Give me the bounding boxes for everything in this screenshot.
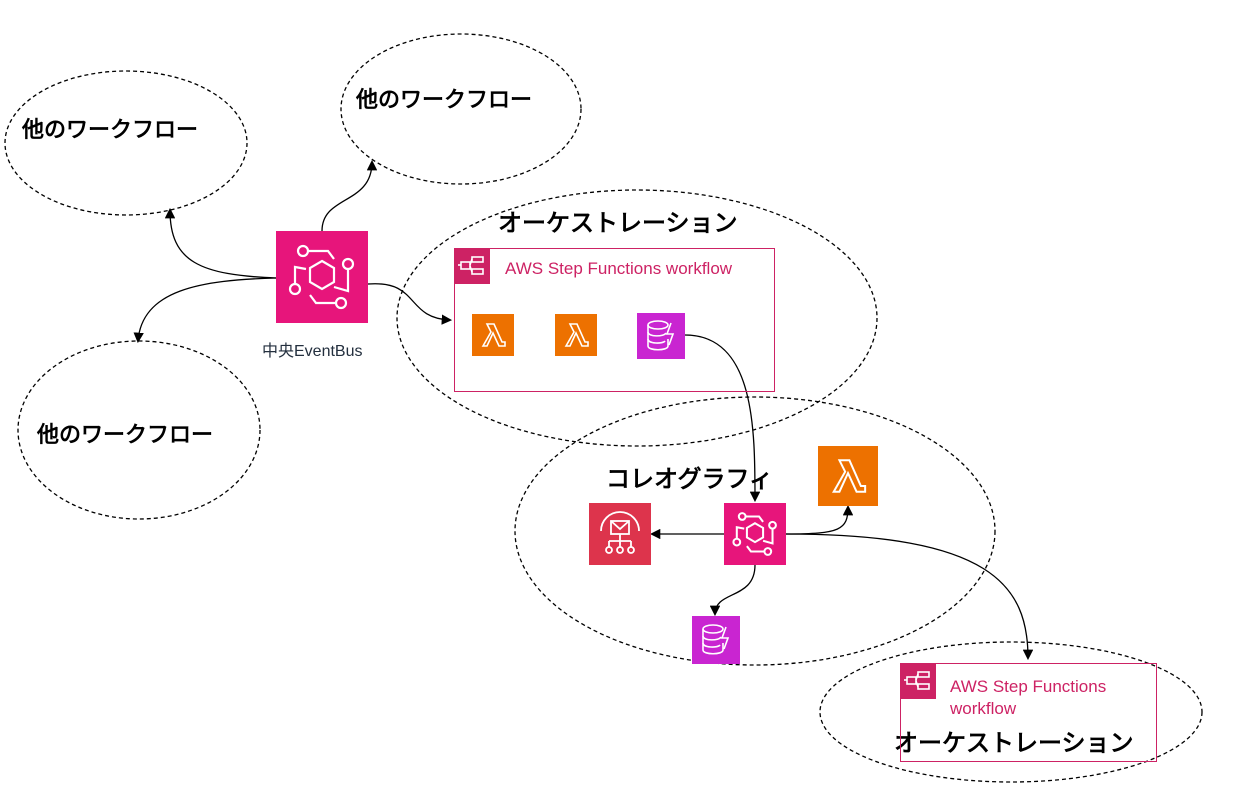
other-workflow-ellipse-top-left bbox=[4, 70, 248, 216]
sns-icon bbox=[589, 503, 651, 565]
step-functions-title: AWS Step Functions workflow bbox=[950, 676, 1106, 720]
step-functions-icon bbox=[900, 663, 936, 699]
other-workflow-label: 他のワークフロー bbox=[356, 88, 533, 113]
connector-bus-to-orchestration bbox=[367, 283, 453, 325]
step-functions-icon bbox=[454, 248, 490, 284]
lambda-icon bbox=[818, 446, 878, 506]
step-functions-workflow-box: AWS Step Functions workflow bbox=[900, 663, 1157, 762]
step-functions-title: AWS Step Functions workflow bbox=[505, 259, 733, 278]
connector-bus-to-bottom-left bbox=[133, 277, 277, 344]
orchestration-label: オーケストレーション bbox=[894, 729, 1134, 757]
lambda-icon bbox=[472, 314, 514, 356]
step-functions-title-line1: AWS Step Functions bbox=[950, 677, 1107, 696]
dynamodb-icon bbox=[692, 616, 740, 664]
choreography-label: コレオグラフィ bbox=[606, 465, 774, 493]
eventbridge-icon bbox=[276, 231, 368, 323]
step-functions-workflow-box: AWS Step Functions workflow bbox=[454, 248, 775, 392]
connector-bus-to-top-right bbox=[321, 159, 378, 232]
orchestration-label: オーケストレーション bbox=[498, 209, 738, 237]
orchestration-ellipse-bottom bbox=[819, 641, 1203, 783]
central-eventbus-label: 中央EventBus bbox=[262, 343, 363, 360]
connector-bus-to-top-left bbox=[164, 207, 277, 279]
orchestration-ellipse-top bbox=[396, 189, 878, 447]
other-workflow-label: 他のワークフロー bbox=[22, 118, 199, 143]
choreography-ellipse bbox=[514, 396, 996, 666]
lambda-icon bbox=[555, 314, 597, 356]
connector-bus-to-lambda bbox=[785, 504, 854, 535]
dynamodb-icon bbox=[637, 313, 685, 359]
connector-bus-to-dynamodb bbox=[709, 564, 756, 617]
connector-bus-to-bottom-orchestration bbox=[785, 533, 1034, 661]
other-workflow-ellipse-top-right bbox=[340, 33, 582, 185]
step-functions-title-line2: workflow bbox=[950, 699, 1017, 718]
other-workflow-label: 他のワークフロー bbox=[37, 423, 214, 448]
eventbridge-icon bbox=[724, 503, 786, 565]
